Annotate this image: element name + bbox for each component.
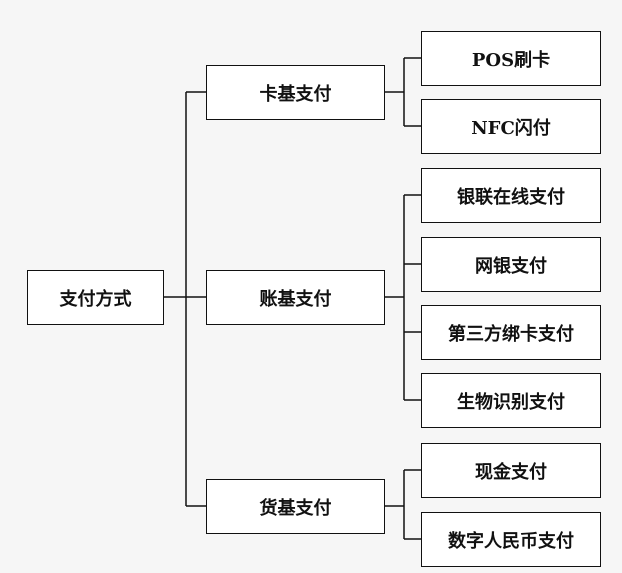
leaf-cash-pay: 现金支付	[421, 443, 601, 498]
leaf-pos-card: POS刷卡	[421, 31, 601, 86]
leaf-nfc-pay: NFC闪付	[421, 99, 601, 154]
leaf-digital-rmb: 数字人民币支付	[421, 512, 601, 567]
category-account-based: 账基支付	[206, 270, 385, 325]
leaf-online-banking: 网银支付	[421, 237, 601, 292]
root-node: 支付方式	[27, 270, 164, 325]
leaf-third-party-card: 第三方绑卡支付	[421, 305, 601, 360]
category-currency-based: 货基支付	[206, 479, 385, 534]
leaf-unionpay-online: 银联在线支付	[421, 168, 601, 223]
leaf-biometric-pay: 生物识别支付	[421, 373, 601, 428]
category-card-based: 卡基支付	[206, 65, 385, 120]
